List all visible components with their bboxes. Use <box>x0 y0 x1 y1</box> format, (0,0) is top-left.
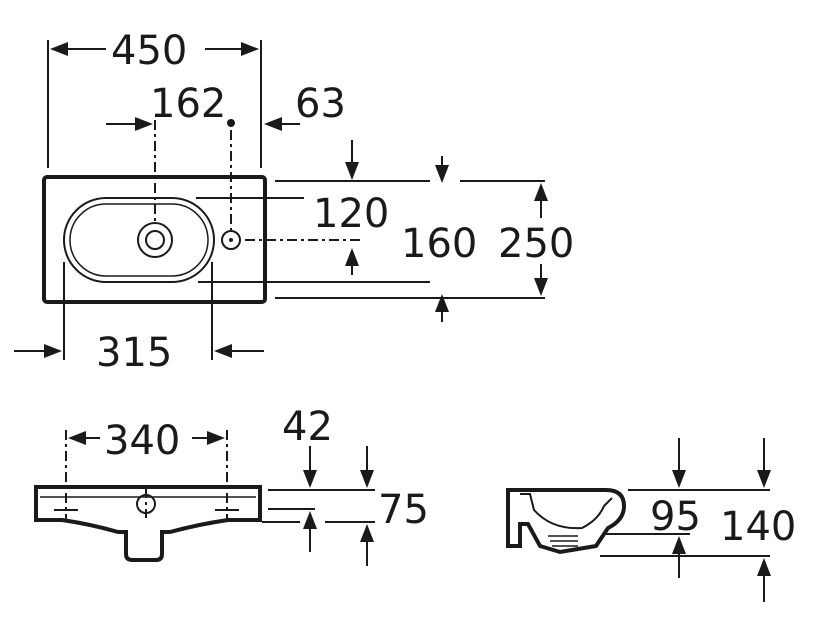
arrow-250-top <box>534 183 548 201</box>
arrow-315-left <box>44 344 62 358</box>
arrow-340-left <box>68 431 86 445</box>
dim-75: 75 <box>378 487 429 533</box>
arrow-450-left <box>50 42 68 56</box>
basin-outline-side <box>506 488 627 555</box>
basin-outline-front <box>34 485 262 562</box>
dim-160: 160 <box>401 221 477 267</box>
arrow-160-top <box>435 165 449 183</box>
top-view: 450 162 63 315 120 160 <box>14 28 574 376</box>
drain-outer <box>137 222 173 258</box>
dim-315: 315 <box>96 330 172 376</box>
dim-450: 450 <box>111 28 187 74</box>
arrow-140-top <box>757 470 771 488</box>
arrow-42-bottom <box>303 511 317 529</box>
arrow-42-top <box>303 470 317 488</box>
side-view: 95 140 <box>506 438 796 602</box>
bowl-outline-top <box>63 197 215 283</box>
tap-hole <box>221 230 241 250</box>
bowl-inner-top <box>69 203 209 277</box>
arrow-63 <box>264 117 282 131</box>
arrow-315-right <box>214 344 232 358</box>
arrow-95-top <box>672 470 686 488</box>
arrow-162 <box>135 117 153 131</box>
front-view: 340 42 75 <box>34 404 429 566</box>
arrow-95-bottom <box>672 536 686 554</box>
arrow-340-right <box>207 431 225 445</box>
arrow-120-bottom <box>345 248 359 266</box>
dim-42: 42 <box>282 404 333 450</box>
arrow-75-bottom <box>360 524 374 542</box>
drain-inner <box>145 230 165 250</box>
dim-120: 120 <box>313 191 389 237</box>
dim-250: 250 <box>498 221 574 267</box>
tap-hole-center <box>229 238 233 242</box>
dim-340: 340 <box>104 418 180 464</box>
arrow-160-bottom <box>435 294 449 312</box>
dim-63: 63 <box>295 81 346 127</box>
dim-140: 140 <box>720 504 796 550</box>
arrow-75-top <box>360 470 374 488</box>
dim-162: 162 <box>150 81 226 127</box>
tap-center-dot <box>227 119 235 127</box>
bowl-profile-side <box>520 493 613 530</box>
dim-95: 95 <box>650 494 701 540</box>
arrow-250-bottom <box>534 278 548 296</box>
arrow-120-top <box>345 162 359 180</box>
arrow-140-bottom <box>757 558 771 576</box>
arrow-450-right <box>241 42 259 56</box>
